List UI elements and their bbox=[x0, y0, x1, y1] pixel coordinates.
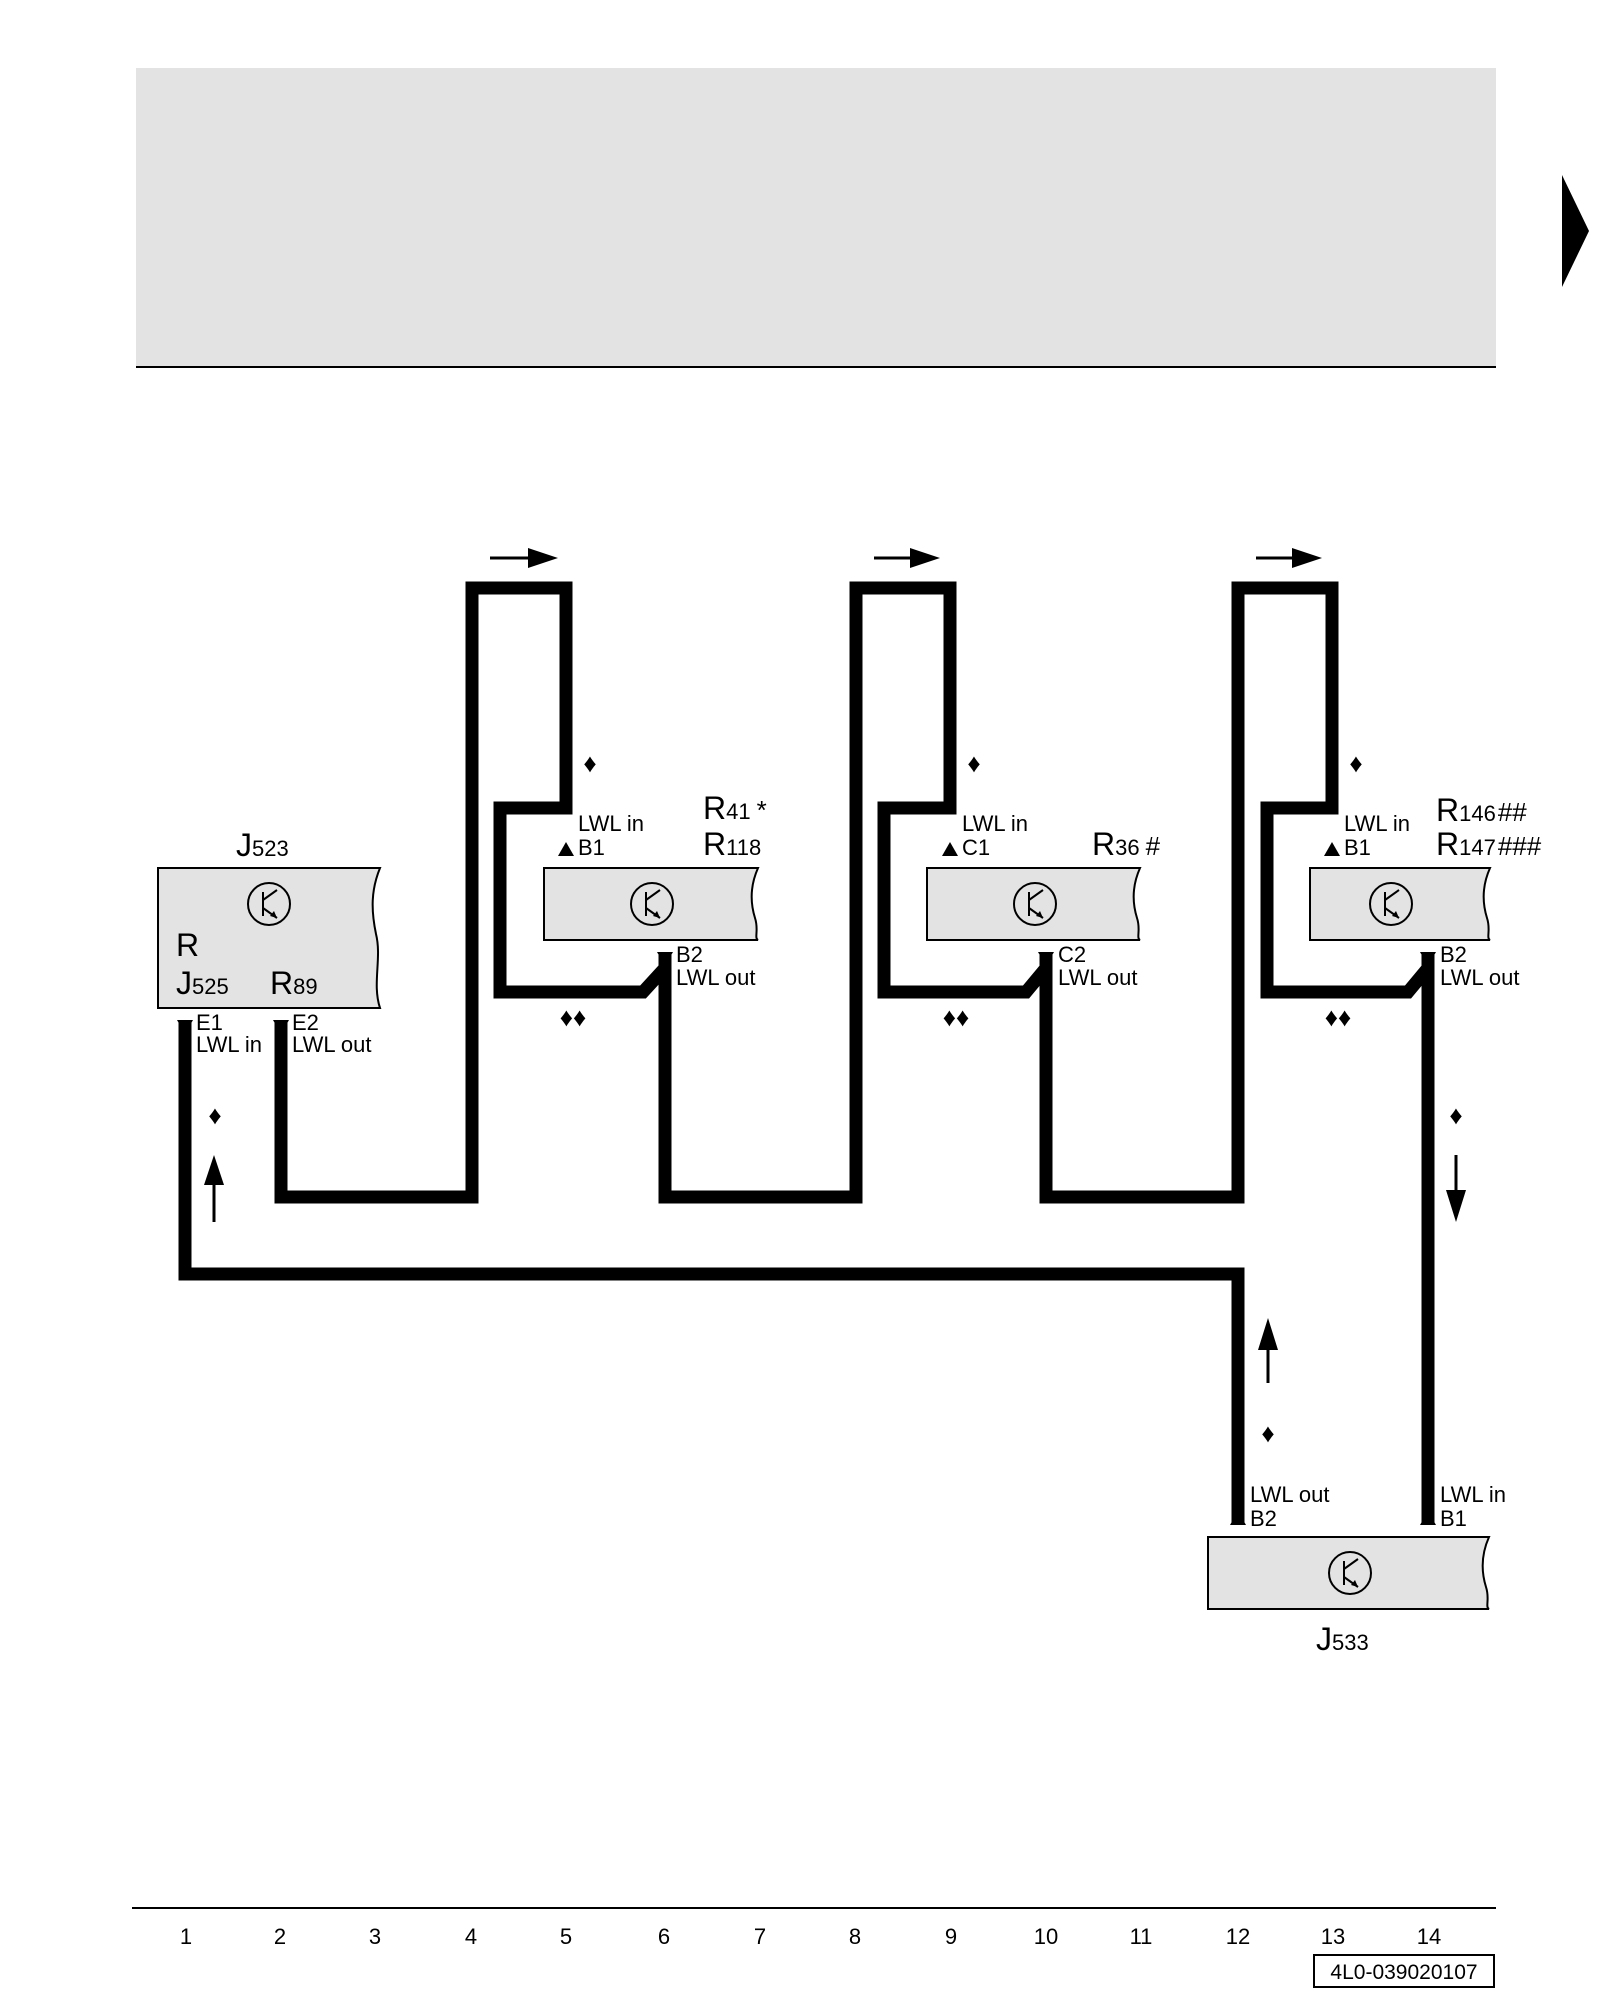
pin-label-r146-b1: LWL in bbox=[1344, 811, 1410, 836]
pin-id-r36-c1: C1 bbox=[962, 835, 990, 860]
column-number: 9 bbox=[945, 1924, 957, 1949]
column-number: 2 bbox=[274, 1924, 286, 1949]
transistor-icon bbox=[1328, 1551, 1372, 1595]
pin-label-j533-b2: LWL out bbox=[1250, 1482, 1329, 1507]
right-triangle-icon[interactable] bbox=[1562, 175, 1589, 287]
pin-label-j523-e1: LWL in bbox=[196, 1032, 262, 1057]
document-code: 4L0-039020107 bbox=[1330, 1961, 1477, 1984]
pin-label-r146-b2: LWL out bbox=[1440, 965, 1519, 990]
marker-double: ♦♦ bbox=[560, 1002, 587, 1032]
component-r41-box bbox=[543, 867, 760, 941]
pin-label-r41-b2: LWL out bbox=[676, 965, 755, 990]
pin-id-r146-b1: B1 bbox=[1344, 835, 1371, 860]
component-j533-box bbox=[1207, 1536, 1491, 1610]
marker-single: ♦ bbox=[967, 748, 980, 778]
column-number: 1 bbox=[180, 1924, 192, 1949]
transistor-icon bbox=[1369, 882, 1413, 926]
pin-arrow bbox=[177, 842, 1436, 1525]
flow-arrow-up bbox=[204, 1155, 224, 1222]
flow-arrow-right bbox=[490, 548, 558, 568]
column-number: 13 bbox=[1321, 1924, 1345, 1949]
column-number: 3 bbox=[369, 1924, 381, 1949]
component-j523-box bbox=[157, 867, 382, 1009]
pin-id-r36-c2: C2 bbox=[1058, 942, 1086, 967]
marker-single: ♦ bbox=[583, 748, 596, 778]
fiber-wire-r36-to-r146 bbox=[1039, 581, 1433, 1204]
column-number: 12 bbox=[1226, 1924, 1250, 1949]
fiber-wire-j533-to-j523 bbox=[178, 1020, 1245, 1525]
component-label-j533: J533 bbox=[1316, 1621, 1369, 1657]
column-numbers: 1 2 3 4 5 6 7 8 9 10 11 12 13 14 bbox=[180, 1924, 1441, 1949]
column-number: 10 bbox=[1034, 1924, 1058, 1949]
marker-single: ♦ bbox=[1261, 1418, 1274, 1448]
component-r146-box bbox=[1309, 867, 1492, 941]
pin-id-r41-b2: B2 bbox=[676, 942, 703, 967]
component-label-j523: J523 bbox=[236, 827, 289, 863]
component-label-r118: R118 bbox=[703, 826, 761, 862]
component-label-r: R bbox=[176, 927, 199, 963]
pin-label-j533-b1: LWL in bbox=[1440, 1482, 1506, 1507]
transistor-icon bbox=[630, 882, 674, 926]
fiber-wire-r41-to-r36 bbox=[658, 581, 1051, 1204]
header-band bbox=[136, 68, 1496, 366]
component-label-j525: J525 bbox=[176, 965, 229, 1001]
fiber-wire-j523-to-r41 bbox=[274, 581, 670, 1204]
column-number: 11 bbox=[1130, 1924, 1153, 1949]
column-number: 7 bbox=[754, 1924, 766, 1949]
component-label-r147: R147### bbox=[1436, 826, 1542, 862]
flow-arrow-right bbox=[1256, 548, 1322, 568]
marker-single: ♦ bbox=[208, 1100, 221, 1130]
flow-arrow-up bbox=[1258, 1318, 1278, 1383]
document-code-box bbox=[1313, 1954, 1495, 1988]
marker-double: ♦♦ bbox=[1325, 1002, 1352, 1032]
component-label-r36: R36# bbox=[1092, 826, 1161, 862]
pin-id-j523-e1: E1 bbox=[196, 1010, 223, 1035]
pin-id-r146-b2: B2 bbox=[1440, 942, 1467, 967]
pin-label-r41-b1: LWL in bbox=[578, 811, 644, 836]
pin-id-j533-b2: B2 bbox=[1250, 1506, 1277, 1531]
component-label-r146: R146## bbox=[1436, 792, 1527, 828]
marker-single: ♦ bbox=[1449, 1100, 1462, 1130]
column-number: 6 bbox=[658, 1924, 670, 1949]
column-number: 4 bbox=[465, 1924, 477, 1949]
column-number: 14 bbox=[1417, 1924, 1441, 1949]
pin-id-j523-e2: E2 bbox=[292, 1010, 319, 1035]
component-label-r89: R89 bbox=[270, 965, 318, 1001]
pin-label-j523-e2: LWL out bbox=[292, 1032, 371, 1057]
transistor-icon bbox=[247, 882, 291, 926]
marker-single: ♦ bbox=[1349, 748, 1362, 778]
flow-arrow-right bbox=[874, 548, 940, 568]
transistor-icon bbox=[1013, 882, 1057, 926]
pin-id-r41-b1: B1 bbox=[578, 835, 605, 860]
flow-arrow-down bbox=[1446, 1155, 1466, 1222]
column-number: 8 bbox=[849, 1924, 861, 1949]
pin-id-j533-b1: B1 bbox=[1440, 1506, 1467, 1531]
column-number: 5 bbox=[560, 1924, 572, 1949]
pin-label-r36-c2: LWL out bbox=[1058, 965, 1137, 990]
marker-double: ♦♦ bbox=[943, 1002, 970, 1032]
component-label-r41: R41* bbox=[703, 790, 767, 826]
pin-label-r36-c1: LWL in bbox=[962, 811, 1028, 836]
component-r36-box bbox=[926, 867, 1142, 941]
